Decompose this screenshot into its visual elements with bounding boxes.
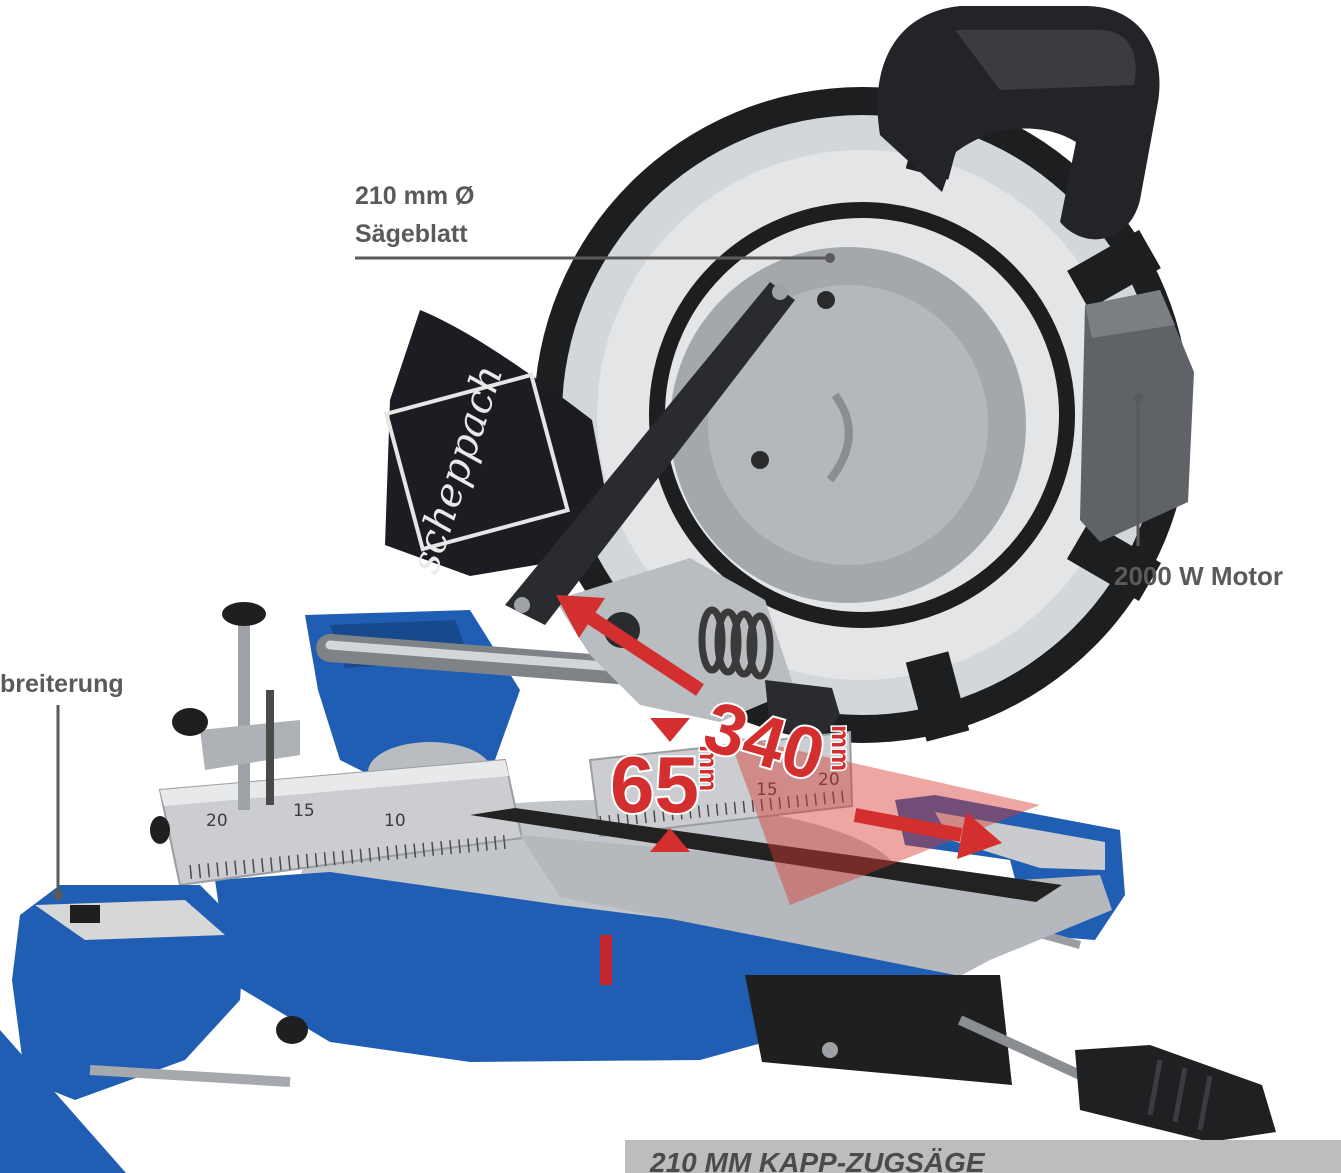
- callout-dot: [53, 890, 63, 900]
- banner-title: 210 MM KAPP-ZUGSÄGE: [649, 1147, 986, 1173]
- arrow-left-icon: [556, 595, 605, 638]
- ruler-label: 10: [384, 811, 406, 831]
- banner-background: [625, 1140, 1341, 1173]
- arrow-right-icon: [957, 812, 1002, 859]
- extension-callout: breiterung: [0, 670, 124, 900]
- arrow-left-shaft: [587, 612, 704, 696]
- callout-dot: [1133, 393, 1143, 403]
- blade-callout: 210 mm Ø Sägeblatt: [355, 182, 835, 263]
- motor-callout-label: 2000 W Motor: [1114, 561, 1283, 591]
- cut-width-unit: mm: [826, 725, 856, 771]
- spring: [698, 606, 774, 680]
- dust-bag: scheppach: [383, 310, 606, 579]
- title-banner: 210 MM KAPP-ZUGSÄGE: [625, 1140, 1341, 1173]
- handle: [877, 6, 1160, 240]
- cut-height-marker: 65 mm: [608, 718, 726, 852]
- ruler-label: 20: [206, 811, 228, 831]
- blade-housing: [670, 247, 1026, 603]
- ruler-label: 20: [818, 770, 840, 790]
- arrow-down-icon: [650, 718, 690, 742]
- arrow-right-shaft: [853, 808, 963, 842]
- callout-dot: [825, 253, 835, 263]
- sliding-table: [470, 808, 1112, 1085]
- miter-indicator: [600, 935, 612, 985]
- blade-callout-line2: Sägeblatt: [355, 220, 468, 248]
- cut-height-unit: mm: [694, 745, 724, 791]
- extension-callout-label: breiterung: [0, 670, 124, 698]
- hold-down-clamp: [150, 602, 300, 844]
- left-extension: [12, 885, 308, 1100]
- miter-saw: scheppach 20 15 10 15 20: [12, 6, 1276, 1142]
- motor-callout: 2000 W Motor: [1114, 393, 1283, 591]
- front-handle: [1075, 1045, 1276, 1142]
- ruler-label: 15: [293, 801, 315, 821]
- lever-arm: [505, 282, 795, 625]
- cut-height-value: 65: [610, 740, 699, 829]
- blade-callout-line1: 210 mm Ø: [355, 182, 475, 210]
- ruler-label: 15: [756, 780, 778, 800]
- arrow-up-icon: [650, 828, 690, 852]
- right-fence: 15 20: [588, 730, 854, 838]
